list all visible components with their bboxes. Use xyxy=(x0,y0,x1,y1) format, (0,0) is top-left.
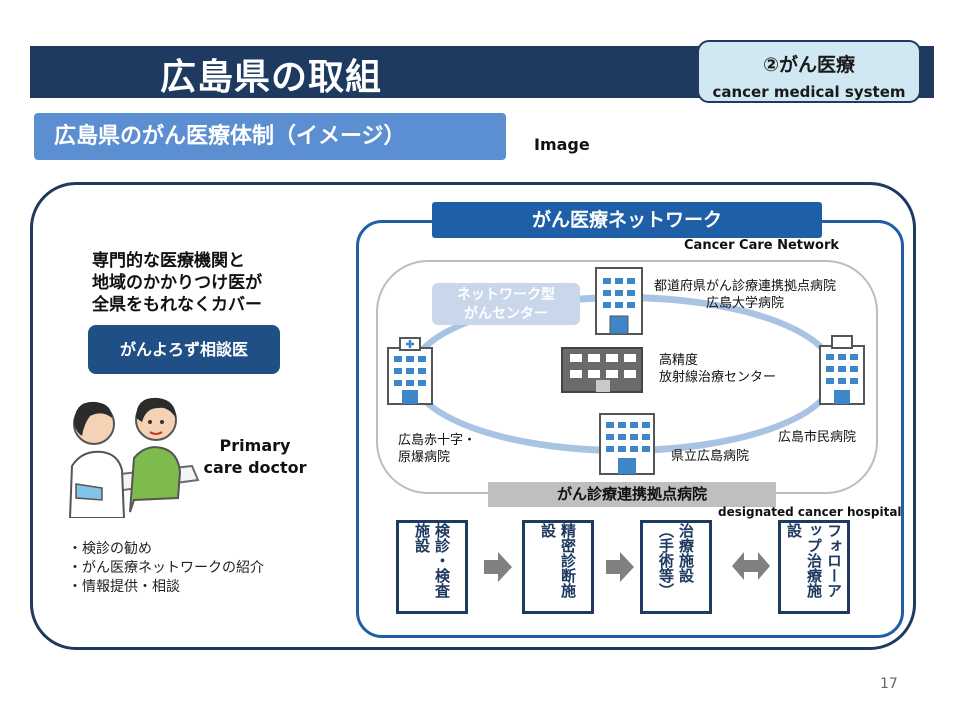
facility-screening: 検診・検査施設 xyxy=(396,520,468,614)
double-arrow-icon xyxy=(732,552,770,580)
primary-care-line: care doctor xyxy=(203,458,307,477)
facility-diagnosis: 精密診断施設 xyxy=(522,520,594,614)
facility-label: 検診・検査施設 xyxy=(413,523,451,598)
designated-hospital-en: designated cancer hospital xyxy=(718,505,902,519)
page-title: 広島県の取組 xyxy=(160,57,383,98)
list-item: ・がん医療ネットワークの紹介 xyxy=(68,560,264,576)
hospital-label-line: 原爆病院 xyxy=(398,450,451,465)
civic-hospital-label: 広島市民病院 xyxy=(778,430,857,445)
lead-line: 全県をもれなくカバー xyxy=(92,295,262,315)
hospital-building-icon xyxy=(595,267,643,335)
main-frame xyxy=(30,182,916,650)
hospital-label-line: 広島赤十字・ xyxy=(398,433,477,448)
lead-line: 専門的な医療機関と xyxy=(92,251,245,271)
right-arrow-icon xyxy=(484,552,512,582)
hospital-label-line: 広島大学病院 xyxy=(706,296,785,311)
hospital-label-line: 高精度 xyxy=(659,353,699,368)
page-number: 17 xyxy=(880,676,898,692)
doctor-patient-illustration xyxy=(68,397,200,518)
radiation-center-building-icon xyxy=(561,347,643,393)
facility-followup: フォローアップ治療施設 xyxy=(778,520,850,614)
section-subtitle: 広島県のがん医療体制（イメージ） xyxy=(34,113,506,160)
lead-text: 専門的な医療機関と 地域のかかりつけ医が 全県をもれなくカバー xyxy=(92,250,262,316)
yorozu-consultation-label: がんよろず相談医 xyxy=(88,325,280,374)
center-tag-line: がんセンター xyxy=(464,306,548,322)
center-tag-line: ネットワーク型 xyxy=(457,287,555,303)
right-arrow-icon xyxy=(606,552,634,582)
image-label: Image xyxy=(534,135,590,154)
network-title: がん医療ネットワーク xyxy=(432,202,822,238)
hospital-label-line: 放射線治療センター xyxy=(659,370,777,385)
facility-label: 精密診断施設 xyxy=(539,523,577,598)
category-badge: ②がん医療 cancer medical system xyxy=(697,40,921,103)
radiation-center-label: 高精度 放射線治療センター xyxy=(659,352,776,386)
list-item: ・検診の勧め xyxy=(68,541,152,557)
hospital-building-icon xyxy=(387,337,433,405)
category-label-en: cancer medical system xyxy=(712,83,906,101)
lead-line: 地域のかかりつけ医が xyxy=(92,273,263,293)
primary-care-label: Primary care doctor xyxy=(200,435,310,479)
network-title-en: Cancer Care Network xyxy=(684,238,840,253)
network-cancer-center-tag: ネットワーク型 がんセンター xyxy=(432,283,580,325)
services-list: ・検診の勧め ・がん医療ネットワークの紹介 ・情報提供・相談 xyxy=(68,540,264,597)
designated-hospital-bar: がん診療連携拠点病院 xyxy=(488,482,776,507)
category-label-jp: ②がん医療 xyxy=(762,54,856,76)
list-item: ・情報提供・相談 xyxy=(68,579,180,595)
facility-label: 治療施設（手術等） xyxy=(657,523,695,598)
hospital-building-icon xyxy=(599,413,655,475)
redcross-hospital-label: 広島赤十字・ 原爆病院 xyxy=(398,432,476,466)
primary-care-line: Primary xyxy=(219,436,291,455)
facility-treatment: 治療施設（手術等） xyxy=(640,520,712,614)
kenritsu-hospital-label: 県立広島病院 xyxy=(671,449,750,464)
hospital-label-line: 都道府県がん診療連携拠点病院 xyxy=(654,279,837,294)
hospital-building-icon xyxy=(819,335,865,405)
facility-label: フォローアップ治療施設 xyxy=(785,523,843,598)
prefectural-hospital-label: 都道府県がん診療連携拠点病院 広島大学病院 xyxy=(654,278,836,312)
